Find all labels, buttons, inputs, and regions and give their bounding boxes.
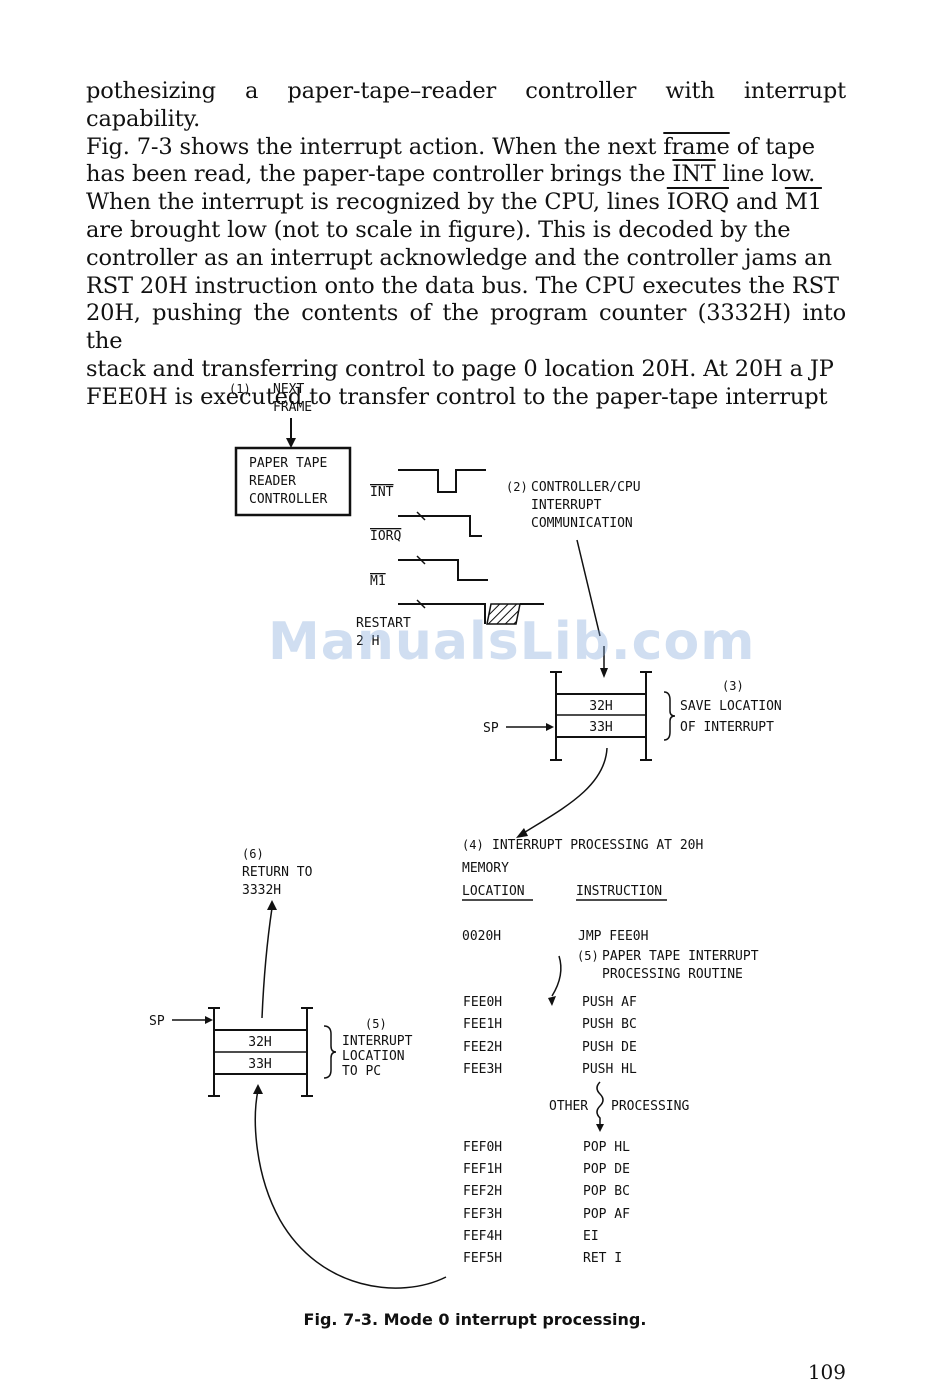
step5-bracket [551, 955, 562, 997]
signal-iorq: IORQ [370, 529, 401, 544]
text-line: Fig. 7-3 shows the interrupt action. Whe… [86, 133, 815, 160]
step3-num: (3) [722, 679, 744, 693]
mem-location: FEE1H [463, 1017, 502, 1032]
mem-location: 0020H [462, 929, 501, 944]
step6-label: 3332H [242, 883, 281, 898]
mem-location: FEF5H [463, 1251, 502, 1266]
mem-header: LOCATION [462, 884, 525, 899]
signal-int: INT [370, 485, 394, 500]
restart-hatch [486, 603, 521, 625]
body-paragraph: pothesizing a paper-tape–reader controll… [86, 78, 846, 412]
text-line: pothesizing a paper-tape–reader controll… [86, 78, 846, 132]
return-arrow [261, 907, 273, 1019]
instruction: POP AF [583, 1207, 630, 1222]
controller-box [234, 446, 352, 517]
text-line: 20H, pushing the contents of the program… [86, 300, 846, 355]
instruction: RET I [583, 1251, 622, 1266]
step4-num: (4) [462, 838, 484, 852]
m1-waveform [398, 559, 488, 581]
step6-num: (6) [242, 847, 264, 861]
mem-location: FEF3H [463, 1207, 502, 1222]
squiggle-other-processing [596, 1081, 604, 1126]
sp-label: SP [149, 1014, 165, 1029]
step5b-label: TO PC [342, 1064, 381, 1079]
text-line: FEE0H is executed to transfer control to… [86, 383, 828, 410]
signal-restart: 2 H [356, 634, 379, 649]
page-number: 109 [807, 1360, 846, 1384]
step5-label: PAPER TAPE INTERRUPT [602, 949, 759, 964]
step1-num: (1) [229, 382, 251, 396]
step3-label: SAVE LOCATION [680, 699, 782, 714]
comm-pointer-line [576, 539, 601, 637]
figure-caption: Fig. 7-3. Mode 0 interrupt processing. [303, 1310, 647, 1329]
controller-label: PAPER TAPE [249, 456, 327, 471]
stack-top-cell: 32H [589, 699, 612, 714]
mem-location: FEE3H [463, 1062, 502, 1077]
signal-m1: M1 [370, 574, 386, 589]
step2-label: CONTROLLER/CPU [531, 480, 641, 495]
text-line: are brought low (not to scale in figure)… [86, 216, 791, 243]
arrow-to-step4 [521, 747, 608, 835]
step3-label: OF INTERRUPT [680, 720, 774, 735]
instruction: EI [583, 1229, 599, 1244]
instruction: PUSH HL [582, 1062, 637, 1077]
brace-interrupt-location [323, 1025, 337, 1079]
restart-waveform [398, 603, 486, 624]
text-line: controller as an interrupt acknowledge a… [86, 244, 832, 271]
step4-label: INTERRUPT PROCESSING AT 20H [492, 838, 703, 853]
signal-restart: RESTART [356, 616, 411, 631]
step5-num: (5) [577, 949, 599, 963]
stack-bottom-cell: 33H [248, 1057, 271, 1072]
step1-label: FRAME [273, 400, 312, 415]
instr-header: INSTRUCTION [576, 884, 662, 899]
brace-save-location [663, 691, 676, 741]
step5b-label: INTERRUPT [342, 1034, 413, 1049]
step2-label: COMMUNICATION [531, 516, 633, 531]
step6-label: RETURN TO [242, 865, 313, 880]
controller-label: CONTROLLER [249, 492, 327, 507]
instruction: POP DE [583, 1162, 630, 1177]
text-line: stack and transferring control to page 0… [86, 355, 834, 382]
int-waveform [398, 469, 486, 493]
mem-location: FEE2H [463, 1040, 502, 1055]
mem-location: FEF1H [463, 1162, 502, 1177]
step5b-num: (5) [365, 1017, 387, 1031]
instruction: PUSH AF [582, 995, 637, 1010]
text-line: has been read, the paper-tape controller… [86, 161, 816, 188]
mem-location: FEE0H [463, 995, 502, 1010]
other-label: OTHER [549, 1099, 588, 1114]
instruction: PUSH BC [582, 1017, 637, 1032]
instruction: JMP FEE0H [578, 929, 648, 944]
mem-header: MEMORY [462, 861, 509, 876]
step2-num: (2) [506, 480, 528, 494]
step5b-label: LOCATION [342, 1049, 405, 1064]
instruction: POP HL [583, 1140, 630, 1155]
iorq-waveform [398, 515, 482, 537]
stack-bottom-cell: 32H [248, 1035, 271, 1050]
step1-label: NEXT [273, 382, 304, 397]
mem-location: FEF0H [463, 1140, 502, 1155]
sp-label: SP [483, 721, 499, 736]
processing-label: PROCESSING [611, 1099, 689, 1114]
text-line: When the interrupt is recognized by the … [86, 189, 822, 216]
watermark: ManualsLib.com [268, 612, 756, 672]
controller-label: READER [249, 474, 296, 489]
instruction: POP BC [583, 1184, 630, 1199]
mem-location: FEF2H [463, 1184, 502, 1199]
text-line: RST 20H instruction onto the data bus. T… [86, 272, 839, 299]
instruction: PUSH DE [582, 1040, 637, 1055]
loop-back-curve [254, 1089, 447, 1289]
mem-location: FEF4H [463, 1229, 502, 1244]
stack-top-cell: 33H [589, 720, 612, 735]
step5-label: PROCESSING ROUTINE [602, 967, 743, 982]
step2-label: INTERRUPT [531, 498, 602, 513]
